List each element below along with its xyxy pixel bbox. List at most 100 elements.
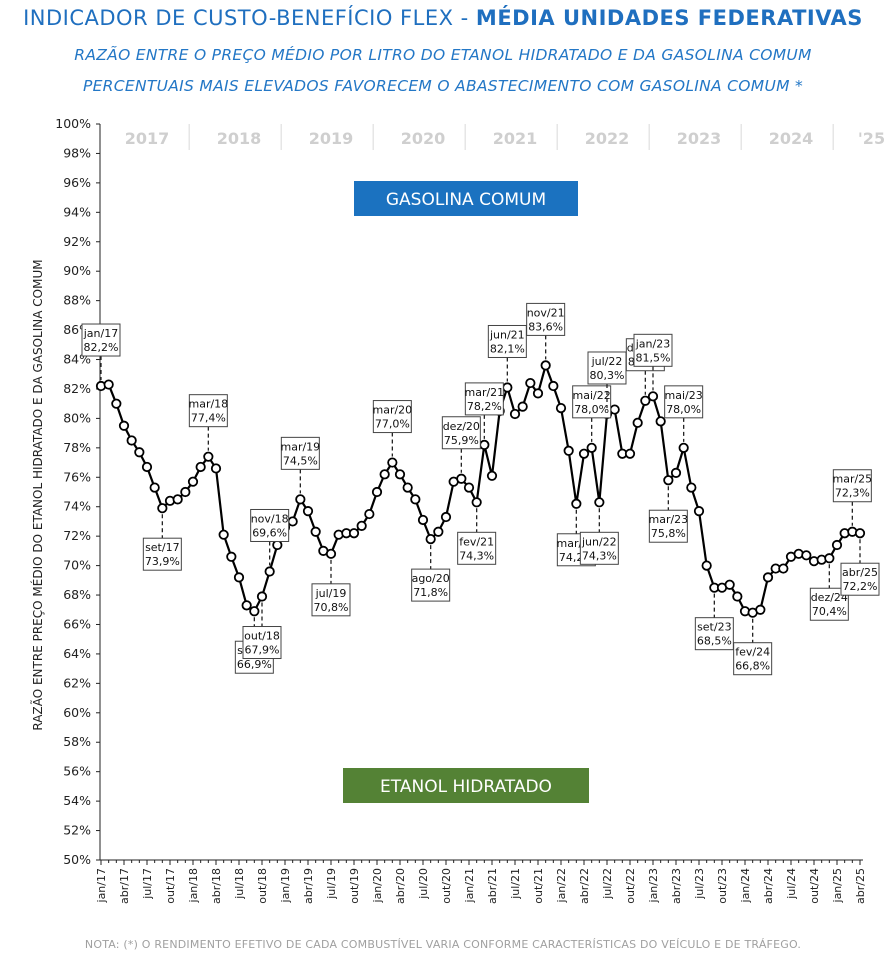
series-line (100, 361, 861, 614)
annotation-box (832, 469, 872, 503)
data-point (640, 395, 651, 406)
y-tick-label: 78% (63, 440, 91, 455)
y-tick-label: 100% (55, 116, 91, 131)
data-point (724, 579, 735, 590)
data-point (647, 391, 659, 402)
fuel-region-labels: GASOLINA COMUM ETANOL HIDRATADO (343, 181, 589, 803)
annotation-value: 71,8% (413, 586, 448, 599)
annotation-month: fev/21 (459, 535, 494, 548)
annotation-value: 78,2% (467, 400, 502, 413)
x-tick-label: jul/18 (233, 868, 246, 900)
annotation-box (633, 333, 673, 367)
y-tick-label: 58% (63, 734, 91, 749)
data-point (563, 445, 574, 456)
y-axis: 50%52%54%56%58%60%62%64%66%68%70%72%74%7… (55, 116, 101, 867)
data-point (103, 379, 114, 390)
data-point (502, 382, 513, 393)
data-point (310, 526, 321, 537)
annotation-value: 81,5% (636, 351, 671, 364)
annotation-month: jan/23 (635, 337, 670, 350)
data-point (471, 497, 482, 508)
data-point (755, 604, 766, 615)
data-point (433, 526, 444, 537)
y-tick-label: 66% (63, 616, 91, 631)
x-tick-label: jan/18 (187, 868, 200, 903)
annotation-box (81, 323, 121, 357)
annotation-value: 67,9% (245, 644, 280, 657)
data-point (379, 469, 390, 480)
year-label: '25 (858, 129, 885, 148)
data-point (157, 503, 168, 514)
x-tick-label: abr/24 (762, 868, 775, 904)
ethanol-label-box (343, 768, 589, 803)
x-tick-label: abr/17 (118, 868, 131, 904)
data-point (732, 591, 743, 602)
annotation-box (280, 436, 320, 470)
y-tick-label: 80% (63, 410, 91, 425)
data-point (141, 461, 153, 473)
annotation-box (441, 416, 481, 450)
data-point (548, 380, 559, 392)
annotation-month: dez/24 (811, 591, 848, 604)
x-tick-label: abr/23 (670, 868, 683, 904)
y-tick-label: 94% (63, 204, 91, 219)
x-tick-label: jul/17 (141, 868, 154, 900)
data-point (149, 482, 160, 493)
data-point (854, 528, 866, 539)
annotation-month: mai/23 (665, 389, 703, 402)
x-tick-label: abr/18 (210, 868, 223, 904)
annotation-month: nov/18 (251, 512, 289, 525)
annotation-box (572, 385, 612, 419)
data-point (364, 508, 375, 520)
x-tick-label: out/22 (624, 868, 637, 904)
annotation-box (694, 617, 734, 651)
annotation-box (526, 302, 566, 336)
annotation-value: 78,0% (666, 403, 701, 416)
annotation-month: fev/24 (735, 646, 770, 659)
year-label: 2021 (493, 129, 538, 148)
data-point (624, 448, 636, 459)
annotation-value: 75,9% (444, 434, 479, 447)
x-tick-label: jul/20 (417, 868, 430, 900)
x-tick-label: abr/20 (394, 868, 407, 904)
data-point (272, 539, 283, 551)
chart-title: INDICADOR DE CUSTO-BENEFÍCIO FLEX - MÉDI… (0, 6, 886, 30)
annotation-value: 82,2% (84, 341, 119, 354)
data-point (801, 550, 812, 561)
annotation-month: mar/19 (280, 440, 320, 453)
annotation-box (250, 508, 290, 542)
data-point (463, 482, 475, 493)
annotation-month: jun/22 (581, 535, 617, 548)
data-point (256, 591, 268, 602)
y-tick-label: 74% (63, 499, 91, 514)
footnote: NOTA: (*) O RENDIMENTO EFETIVO DE CADA C… (84, 938, 802, 951)
x-tick-label: jan/17 (95, 868, 108, 903)
annotation-value: 74,3% (582, 549, 617, 562)
y-tick-label: 98% (63, 145, 91, 160)
data-point (118, 420, 130, 431)
data-point (241, 600, 252, 611)
data-point (134, 447, 145, 458)
year-label: 2023 (677, 129, 722, 148)
annotation-month: jun/21 (489, 328, 525, 341)
series-path (100, 361, 861, 614)
y-tick-label: 60% (63, 705, 91, 720)
data-point (479, 439, 490, 450)
data-point (394, 469, 406, 480)
year-label: 2022 (585, 129, 630, 148)
annotation-box (733, 642, 773, 676)
annotation-value: 83,6% (528, 320, 563, 333)
annotation-box (372, 400, 412, 434)
x-tick-label: abr/25 (854, 868, 867, 904)
data-point (824, 553, 835, 564)
data-point (425, 534, 436, 545)
y-tick-label: 88% (63, 293, 91, 308)
annotation-month: mar/21 (464, 386, 504, 399)
y-tick-label: 62% (63, 675, 91, 690)
annotation-value: 68,5% (697, 635, 732, 648)
annotation-month: mar/23 (648, 513, 688, 526)
data-point (456, 473, 467, 484)
x-tick-label: out/21 (532, 868, 545, 904)
annotation-value: 69,6% (252, 526, 287, 539)
y-tick-label: 64% (63, 646, 91, 661)
